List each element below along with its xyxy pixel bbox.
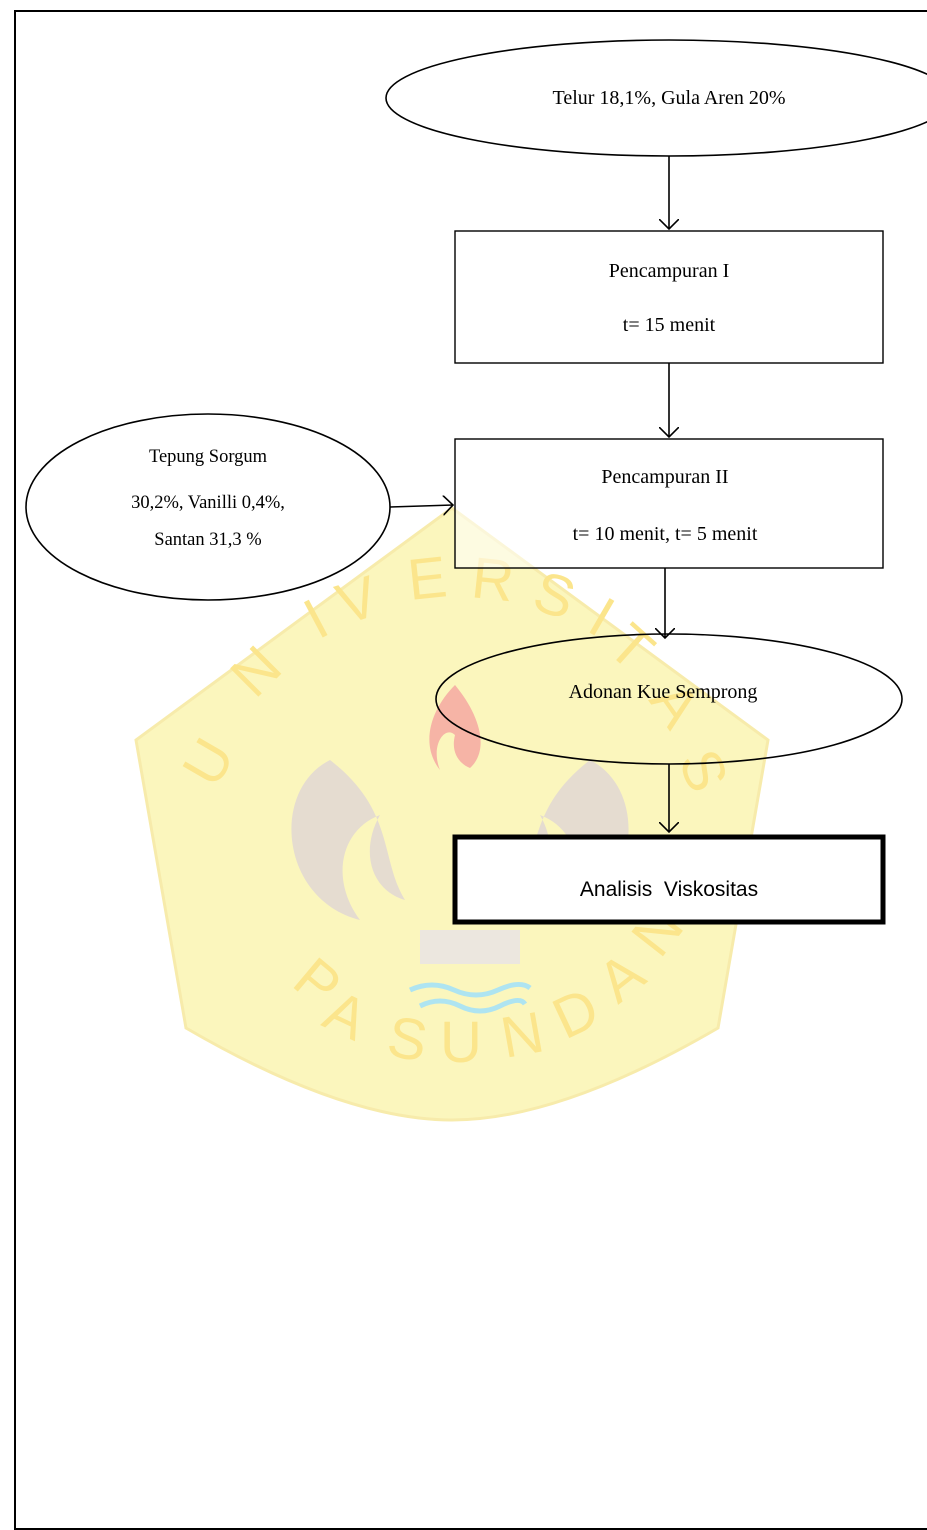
seal-gate bbox=[420, 930, 520, 964]
mixing-1-box bbox=[454, 230, 884, 364]
mixing-2-detail: t= 10 menit, t= 5 menit bbox=[573, 523, 758, 545]
seal-left-scroll bbox=[291, 760, 405, 920]
side-input-line-3: Santan 31,3 % bbox=[154, 530, 261, 550]
mixing-2-box bbox=[454, 438, 884, 569]
seal-letter: E bbox=[405, 544, 450, 613]
start-label: Telur 18,1%, Gula Aren 20% bbox=[553, 87, 786, 109]
mixing-1-detail: t= 15 menit bbox=[623, 314, 716, 336]
seal-flame bbox=[429, 685, 481, 770]
seal-shield-shape bbox=[134, 506, 770, 1122]
analysis-label: Analisis Viskositas bbox=[580, 878, 758, 901]
dough-label: Adonan Kue Semprong bbox=[569, 681, 758, 703]
analysis-box bbox=[452, 834, 886, 925]
mixing-2-title: Pencampuran II bbox=[601, 466, 728, 488]
arrow-side-input-to-mixing-2 bbox=[389, 505, 453, 507]
side-input-line-1: Tepung Sorgum bbox=[149, 447, 268, 467]
seal-water-1 bbox=[408, 982, 532, 998]
side-input-line-2: 30,2%, Vanilli 0,4%, bbox=[131, 493, 285, 513]
seal-letter: U bbox=[440, 1010, 482, 1075]
mixing-1-title: Pencampuran I bbox=[609, 260, 730, 282]
seal-water-2 bbox=[418, 998, 528, 1014]
